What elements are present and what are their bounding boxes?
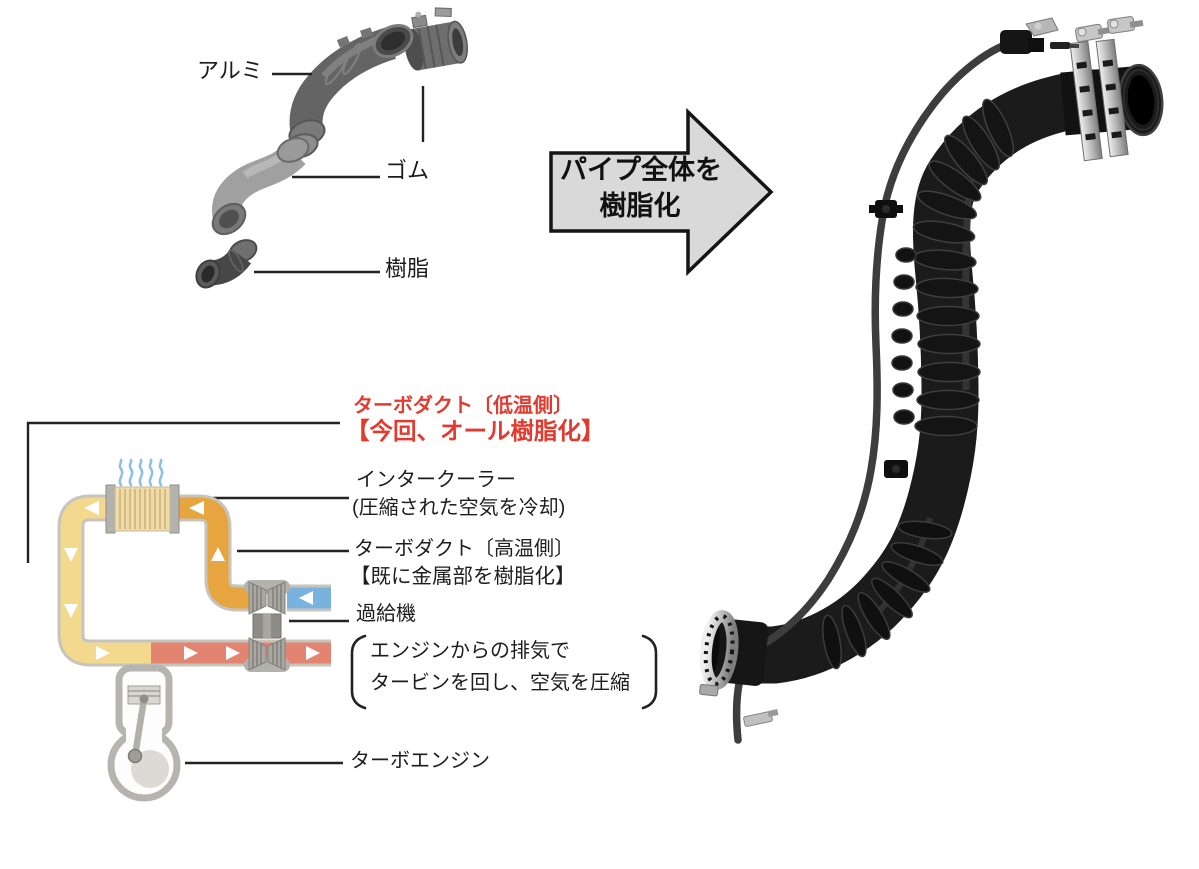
schematic-leader-lines <box>26 421 349 765</box>
cable-clip-2 <box>884 460 908 478</box>
turbocharger <box>244 580 290 672</box>
transition-arrow <box>549 108 774 277</box>
cable-clip-1 <box>869 200 903 218</box>
label-turbocharger-note2: タービンを回し、空気を圧縮 <box>370 672 630 694</box>
hose-clamp-2 <box>1095 38 1129 158</box>
arrow-caption-line2: 樹脂化 <box>599 191 681 221</box>
coil-knobs <box>891 247 917 425</box>
label-turbo-duct-low-line2: 【今回、オール樹脂化】 <box>346 418 605 444</box>
flow-arrows <box>64 501 320 660</box>
turbo-engine <box>107 664 181 802</box>
arrow-caption: パイプ全体を 樹脂化 <box>560 152 722 224</box>
arrow-caption-line1: パイプ全体を <box>560 155 722 185</box>
clamp-screw-2 <box>1107 16 1144 34</box>
turbo-system-schematic <box>26 421 349 802</box>
label-aluminum: アルミ <box>197 58 263 83</box>
label-intercooler-note: (圧縮された空気を冷却) <box>352 497 566 519</box>
label-intercooler: インタークーラー <box>356 469 516 491</box>
resin-pipe-part <box>195 239 258 289</box>
cold-air-pipe <box>60 497 154 664</box>
rubber-pipe-part <box>211 137 310 236</box>
clamp-screw-1 <box>1074 23 1112 43</box>
heat-waves <box>118 458 164 487</box>
bellows-ribs-upper <box>912 98 1015 437</box>
sensor-cable <box>732 38 1017 744</box>
hose-clamp-1 <box>1069 40 1103 162</box>
hose-tip-clamp <box>743 709 779 727</box>
parts-leader-lines <box>254 72 425 274</box>
resin-duct-photo <box>699 16 1164 744</box>
bottom-connector <box>699 610 769 697</box>
label-turbocharger-note1: エンジンからの排気で <box>370 640 570 662</box>
label-turbo-duct-high: ターボダクト〔高温側〕 <box>354 538 574 560</box>
label-rubber: ゴム <box>385 158 430 183</box>
duct-opening <box>1118 63 1164 137</box>
label-turbocharger: 過給機 <box>356 603 416 625</box>
note-brackets <box>350 634 658 710</box>
label-resin: 樹脂 <box>385 256 430 281</box>
label-turbo-duct-high-note: 【既に金属部を樹脂化】 <box>350 565 576 588</box>
intercooler <box>105 484 180 534</box>
bellows-ribs-lower <box>822 520 953 670</box>
label-turbo-duct-low-line1: ターボダクト〔低温側〕 <box>353 395 573 417</box>
cable-fitting <box>1000 17 1079 54</box>
label-turbo-engine: ターボエンジン <box>350 750 490 772</box>
pipe-parts-illustration <box>195 7 468 289</box>
